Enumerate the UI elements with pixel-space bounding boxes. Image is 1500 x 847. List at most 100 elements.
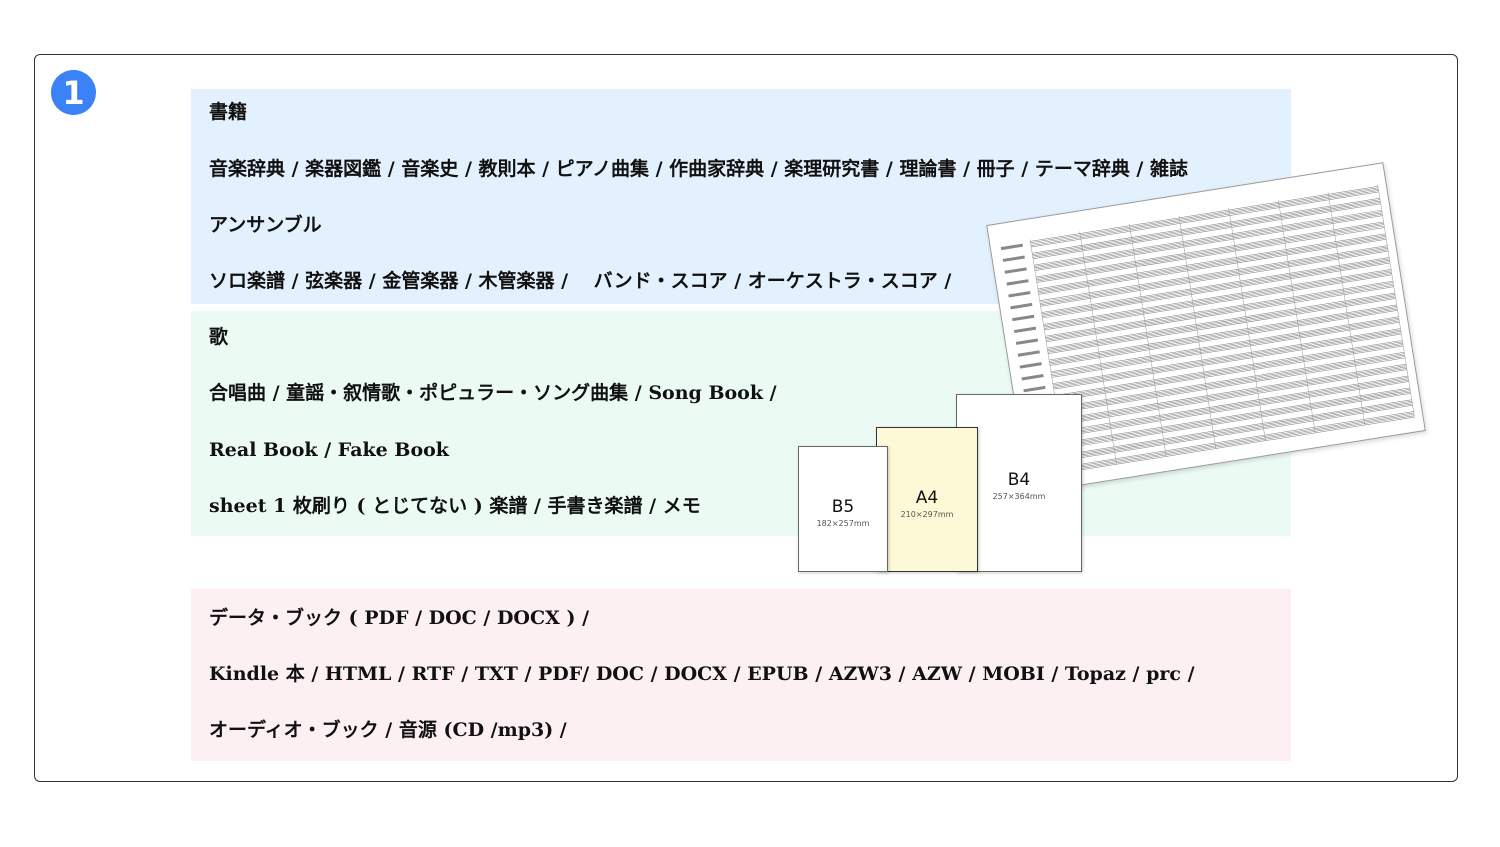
staff-line — [1049, 306, 1397, 362]
staff-line — [1040, 250, 1389, 307]
staff-line — [1043, 269, 1392, 325]
paper-b5-dims: 182×257mm — [816, 519, 870, 528]
staff-line — [1039, 246, 1388, 303]
staff-line — [1060, 375, 1409, 432]
staff-line — [1049, 304, 1397, 361]
staff-line — [1051, 320, 1400, 377]
staff-line — [1032, 200, 1381, 257]
staff-line — [1052, 328, 1401, 384]
paper-b5-label: B5 — [831, 497, 855, 517]
staff-line — [1038, 237, 1387, 294]
step-number-badge: 1 — [51, 70, 96, 115]
digital-line-3: オーディオ・ブック / 音源 (CD /mp3) / — [209, 718, 567, 742]
staff-line — [1037, 234, 1386, 291]
staff-line — [1058, 366, 1407, 423]
audio-source-label: / 音源 (CD /mp3) / — [378, 719, 567, 741]
staff-line — [1034, 212, 1383, 269]
staff-line — [1064, 400, 1413, 457]
staff-line — [1040, 248, 1388, 304]
staff-line — [1044, 273, 1392, 329]
part-name-mark — [1008, 291, 1031, 298]
staff-line — [1066, 412, 1414, 469]
staff-line — [1030, 187, 1379, 244]
staff-line — [1047, 294, 1396, 350]
staff-line — [1063, 393, 1411, 449]
staff-line — [1056, 352, 1405, 408]
bar-line — [1377, 184, 1415, 418]
books-categories: 音楽辞典 / 楽器図鑑 / 音楽史 / 教則本 / ピアノ曲集 / 作曲家辞典 … — [209, 158, 1188, 180]
staff-line — [1037, 233, 1386, 290]
staff-line — [1062, 391, 1411, 448]
staff-line — [1051, 322, 1400, 378]
staff-line — [1064, 399, 1412, 456]
staff-line — [1043, 270, 1392, 327]
bar-line — [1278, 200, 1316, 434]
staff-line — [1051, 319, 1400, 375]
staff-line — [1066, 416, 1415, 473]
staff-line — [1065, 411, 1414, 467]
staff-line — [1054, 341, 1403, 398]
staff-line — [1064, 403, 1413, 460]
staff-line — [1047, 296, 1396, 353]
staff-line — [1056, 353, 1405, 409]
staff-line — [1055, 342, 1403, 399]
paper-b4-dims: 257×364mm — [992, 492, 1046, 501]
staff-line — [1050, 316, 1399, 373]
staff-line — [1061, 381, 1409, 437]
books-heading: 書籍 — [209, 101, 248, 123]
paper-b4-label: B4 — [1007, 470, 1031, 490]
ensemble-categories: ソロ楽譜 / 弦楽器 / 金管楽器 / 木管楽器 / バンド・スコア / オーケ… — [209, 270, 952, 292]
staff-line — [1034, 209, 1382, 266]
paper-a4-dims: 210×297mm — [900, 510, 954, 519]
part-name-mark — [1012, 314, 1035, 322]
staff-line — [1046, 286, 1394, 343]
staff-line — [1036, 224, 1385, 280]
staff-line — [1064, 402, 1413, 458]
staff-line — [1032, 202, 1381, 258]
part-name-mark — [1004, 267, 1027, 274]
part-name-mark — [1010, 302, 1033, 310]
staff-line — [1066, 414, 1415, 470]
staff-line — [1041, 257, 1390, 313]
staff-line — [1034, 213, 1383, 270]
paper-a4-label: A4 — [915, 488, 939, 508]
staff-line — [1045, 280, 1394, 337]
staff-line — [1049, 310, 1398, 366]
staff-line — [1045, 285, 1394, 341]
part-name-mark — [1006, 279, 1029, 286]
staff-line — [1038, 236, 1386, 292]
staff-line — [1058, 365, 1407, 421]
staff-line — [1036, 227, 1385, 283]
staff-line — [1030, 190, 1379, 246]
staff-line — [1053, 331, 1401, 387]
staff-line — [1034, 211, 1382, 267]
staff-line — [1051, 317, 1399, 374]
staff-line — [1030, 186, 1378, 242]
staff-line — [1038, 239, 1387, 295]
staff-line — [1036, 225, 1385, 282]
staff-line — [1036, 223, 1384, 279]
songs-line-3: sheet 1 枚刷り ( とじてない ) 楽譜 / 手書き楽譜 / メモ — [209, 495, 701, 517]
staff-line — [1042, 262, 1391, 319]
part-name-mark — [1023, 385, 1046, 393]
staff-line — [1060, 378, 1409, 435]
part-name-mark — [1000, 243, 1024, 251]
staff-line — [1056, 354, 1405, 411]
staff-line — [1041, 259, 1390, 316]
staff-line — [1031, 191, 1379, 248]
staff-line — [1032, 197, 1380, 254]
staff-line — [1049, 307, 1398, 363]
staff-line — [1041, 258, 1390, 315]
staff-line — [1054, 340, 1403, 396]
bar-line — [1079, 231, 1117, 465]
paper-a4: A4 210×297mm — [876, 427, 978, 572]
bar-line — [1327, 192, 1366, 426]
staff-line — [1055, 344, 1404, 400]
songs-line-2: Real Book / Fake Book — [209, 439, 449, 461]
staff-line — [1040, 249, 1389, 306]
staff-line — [1057, 356, 1405, 412]
staff-line — [1058, 363, 1407, 420]
staff-line — [1034, 215, 1383, 271]
part-name-mark — [1019, 362, 1042, 369]
songs-line-1: 合唱曲 / 童謡・叙情歌・ポピュラー・ソング曲集 / Song Book / — [209, 382, 777, 404]
